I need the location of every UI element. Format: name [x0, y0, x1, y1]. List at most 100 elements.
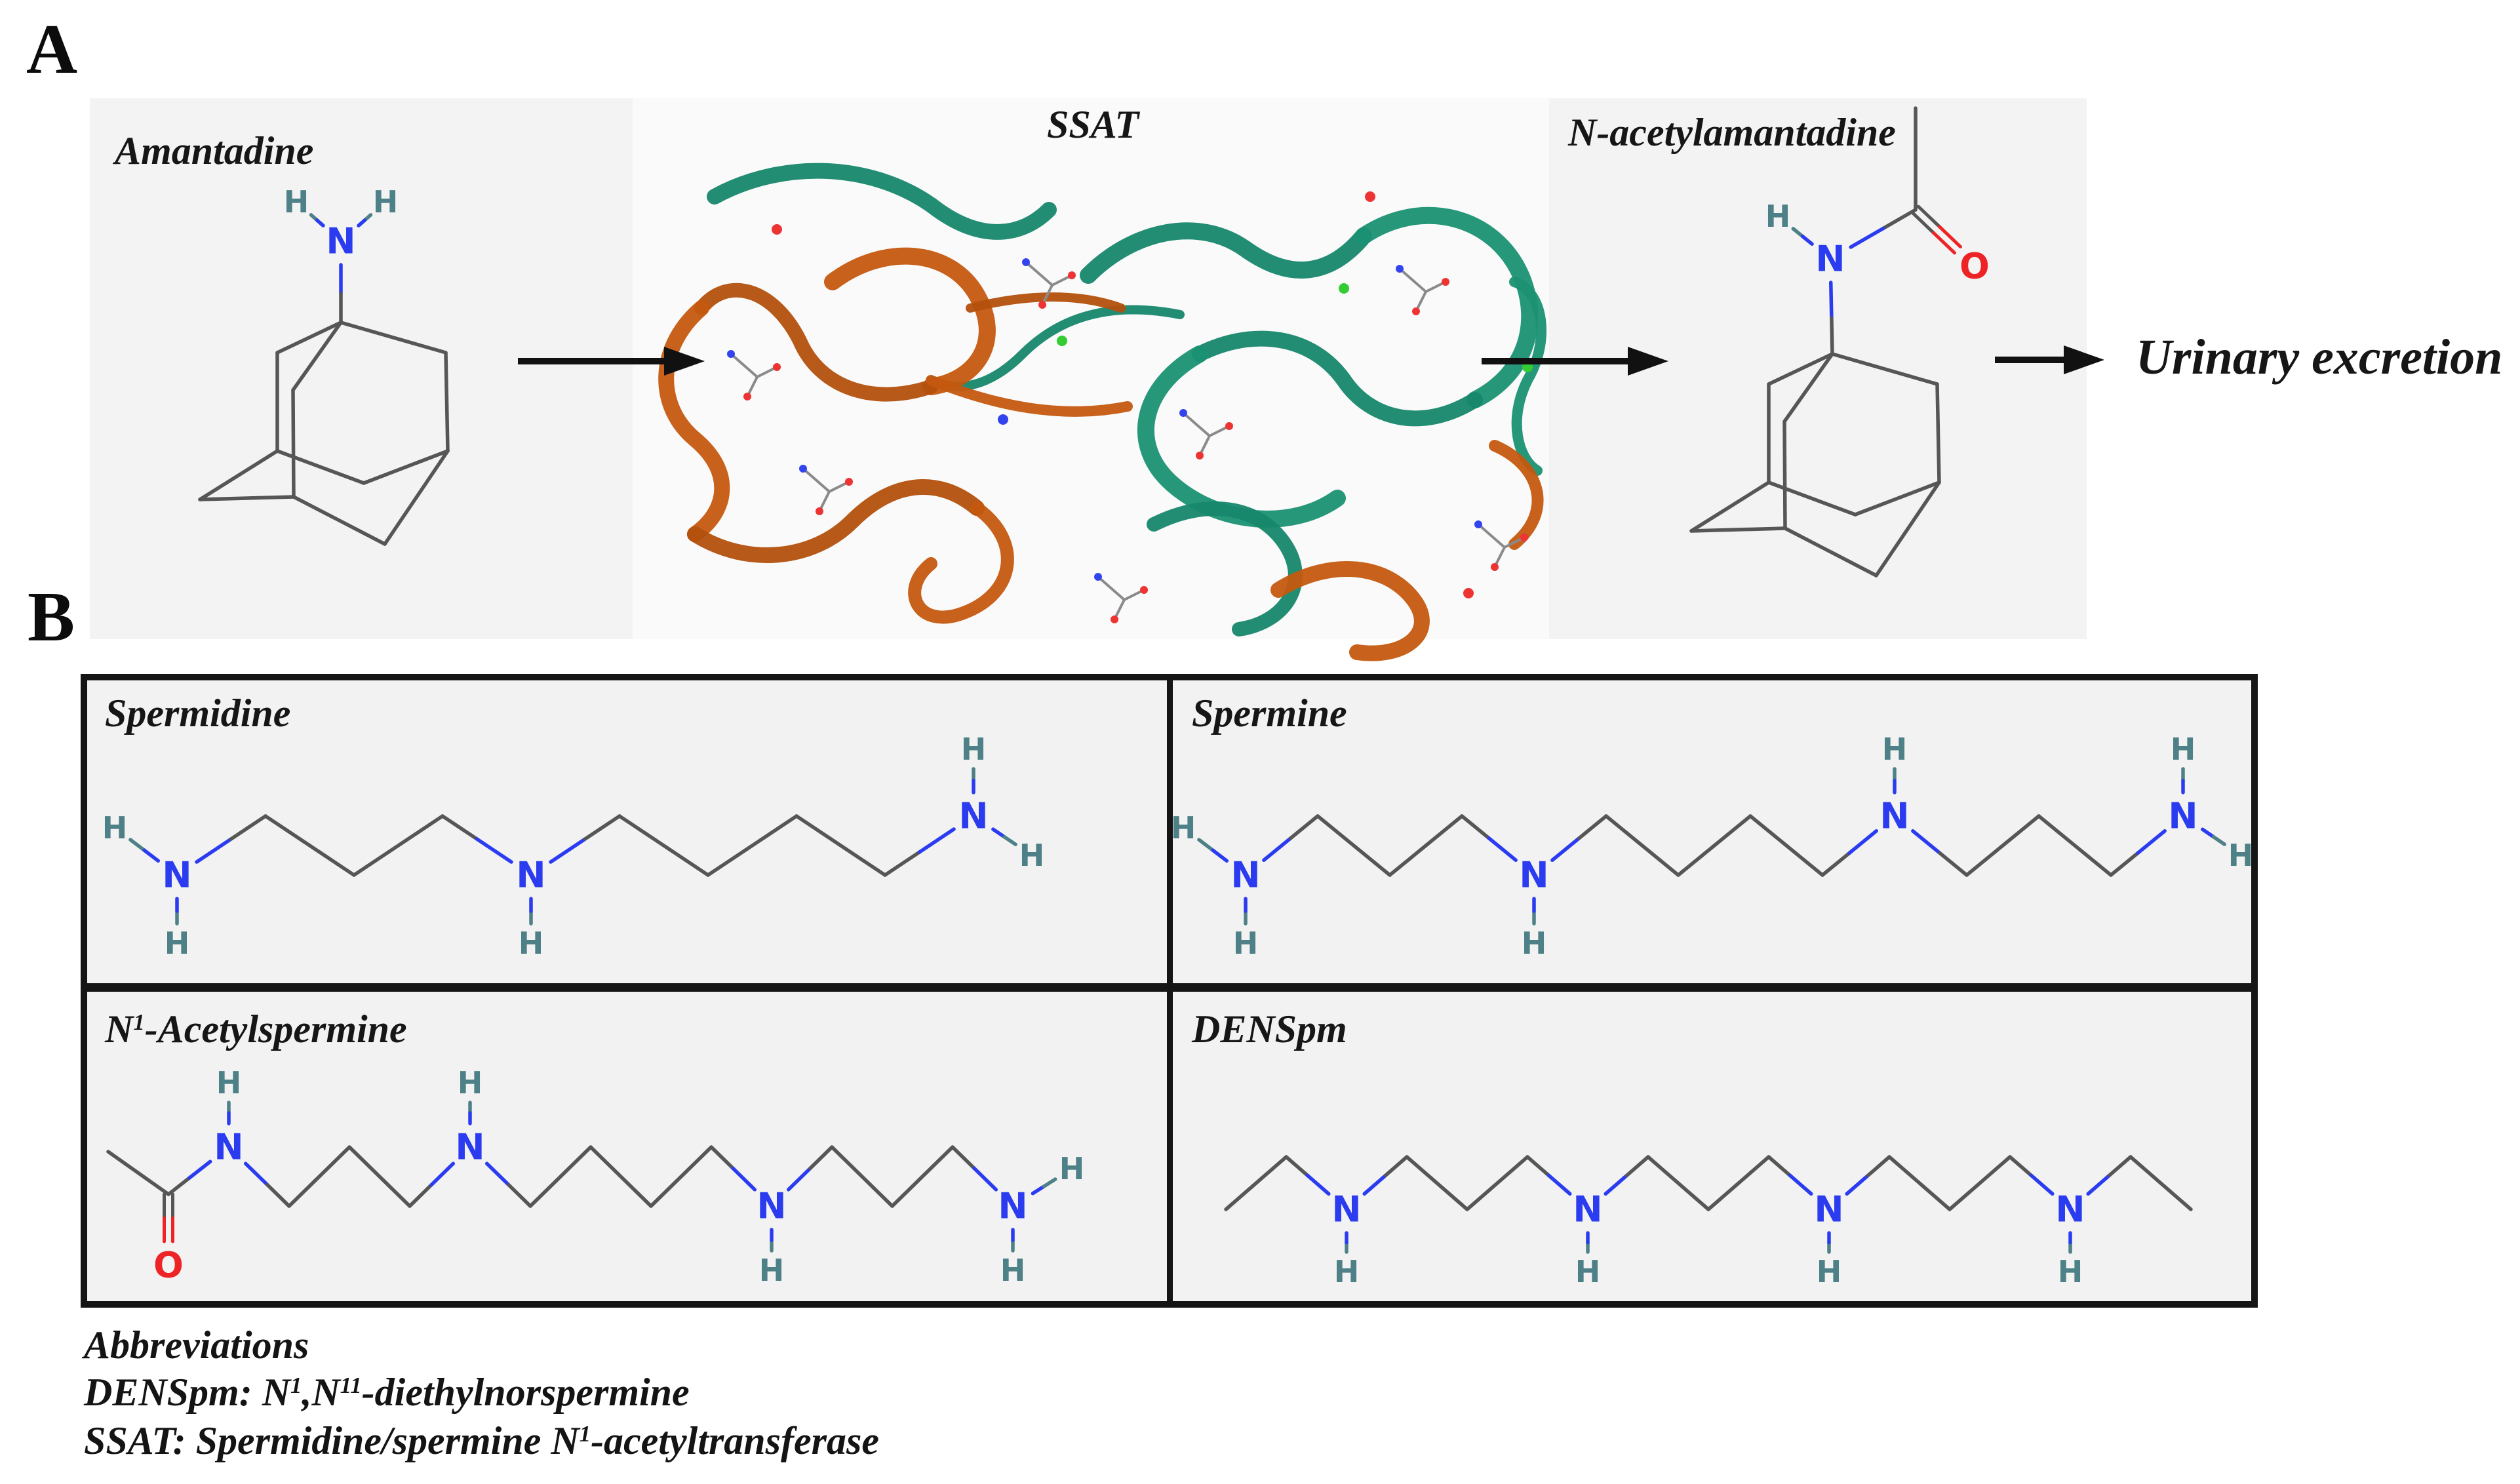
atom-label-N: N [958, 796, 988, 837]
atom-label-N: N [757, 1186, 786, 1227]
molecule-amantadine [198, 213, 450, 546]
abbrev-denspm-p1: DENSpm: N [84, 1371, 291, 1414]
amantadine-box [90, 98, 633, 639]
ligand-sticks-3 [1179, 409, 1233, 459]
ligand-sticks-5 [1474, 520, 1528, 571]
molecule-n1-acetylspermine [106, 1101, 1057, 1253]
ribbon-stroke-6 [1509, 277, 1546, 476]
ribbon-stroke-12 [908, 501, 1014, 624]
atom-label-H: H [1059, 1151, 1085, 1186]
atom-label-H: H [102, 810, 128, 846]
ribbon-stroke-3 [1192, 330, 1483, 427]
ligand-sticks-0 [727, 350, 781, 400]
atom-label-N: N [455, 1127, 484, 1168]
atom-label-O: O [1959, 246, 1990, 287]
ribbon-stroke-15 [1270, 561, 1430, 661]
ligand-sticks-6 [1094, 573, 1148, 623]
atom-label-N: N [326, 221, 355, 262]
abbrev-denspm-s2: 11 [340, 1372, 362, 1398]
atom-label-H: H [961, 732, 987, 767]
protein-ion-dot-5 [1463, 588, 1474, 598]
atom-label-H: H [1000, 1253, 1026, 1288]
protein-ion-dot-0 [1057, 336, 1067, 346]
ribbon-stroke-4 [1137, 345, 1346, 528]
ligand-sticks-1 [799, 465, 853, 515]
abbrev-ssat-p2: -acetyltransferase [591, 1419, 879, 1462]
panel-b-horizontal-divider [81, 983, 2258, 992]
ribbon-stroke-1 [1080, 222, 1372, 284]
atom-label-H: H [759, 1253, 785, 1288]
protein-ion-dot-1 [1339, 283, 1349, 294]
acetylspermine-label: N1-Acetylspermine [105, 1007, 407, 1052]
atom-label-N: N [1331, 1189, 1361, 1230]
protein-ion-dot-3 [772, 224, 782, 235]
atom-label-N: N [1814, 1189, 1843, 1230]
ribbon-stroke-16 [1489, 440, 1544, 550]
molecule-spermine [1197, 767, 2226, 926]
atom-label-H: H [1575, 1254, 1601, 1289]
spermidine-label: Spermidine [105, 692, 291, 735]
atom-label-H: H [165, 926, 190, 961]
abbreviation-ssat: SSAT: Spermidine/spermine N1-acetyltrans… [84, 1418, 879, 1464]
n-acetylamantadine-label: N-acetylamantadine [1568, 111, 1896, 154]
atom-label-N: N [1815, 239, 1845, 280]
atom-label-H: H [519, 926, 544, 961]
pathway-arrow-3 [1995, 345, 2104, 374]
atom-label-N: N [1230, 855, 1260, 896]
atom-label-N: N [214, 1127, 243, 1168]
atom-label-H: H [1171, 810, 1196, 846]
abbrev-denspm-p2: ,N [302, 1371, 340, 1414]
atom-label-N: N [1519, 855, 1548, 896]
atom-label-H: H [1817, 1254, 1842, 1289]
abbreviations-title: Abbreviations [84, 1323, 309, 1367]
abbrev-denspm-p3: -diethylnorspermine [361, 1371, 690, 1414]
denspm-label: DENSpm [1192, 1007, 1347, 1051]
ribbon-stroke-5 [1147, 501, 1303, 636]
ribbon-stroke-14 [966, 292, 1126, 313]
atom-label-N: N [516, 855, 545, 896]
ligand-sticks-4 [1396, 265, 1449, 315]
amantadine-label: Amantadine [115, 129, 314, 172]
panel-b-letter: B [28, 578, 75, 656]
acetylspermine-label-post: -Acetylspermine [144, 1007, 407, 1051]
atom-label-N: N [1573, 1189, 1602, 1230]
acetylspermine-label-sup: 1 [133, 1009, 145, 1035]
abbrev-denspm-s1: 1 [290, 1372, 302, 1398]
ribbon-stroke-8 [824, 247, 996, 395]
atom-label-H: H [373, 184, 399, 220]
arrowhead [2064, 345, 2104, 374]
atom-label-H: H [1233, 926, 1259, 961]
abbrev-ssat-p1: SSAT: Spermidine/spermine N [84, 1419, 580, 1462]
ligand-sticks-2 [1022, 258, 1076, 309]
ssat-protein-ribbon [658, 163, 1546, 661]
atom-label-O: O [153, 1245, 184, 1286]
atom-label-H: H [216, 1065, 242, 1101]
panel-a-letter: A [26, 10, 77, 88]
protein-ion-dot-6 [998, 414, 1008, 425]
atom-label-H: H [1334, 1254, 1360, 1289]
atom-label-N: N [2168, 796, 2197, 837]
atom-label-N: N [1880, 796, 1909, 837]
atom-label-N: N [2055, 1189, 2085, 1230]
arrowhead [664, 347, 705, 376]
ribbon-stroke-2 [1355, 206, 1539, 408]
atom-label-H: H [458, 1065, 483, 1101]
atom-label-H: H [1522, 926, 1547, 961]
atom-label-H: H [2058, 1254, 2083, 1289]
ribbon-stroke-13 [926, 375, 1133, 417]
ribbon-stroke-9 [694, 283, 938, 402]
urinary-excretion-label: Urinary excretion [2136, 330, 2503, 385]
atom-label-H: H [1882, 732, 1908, 767]
abbreviation-denspm: DENSpm: N1,N11-diethylnorspermine [84, 1370, 690, 1415]
atom-label-H: H [1019, 838, 1045, 873]
abbrev-ssat-s1: 1 [579, 1420, 591, 1447]
atom-label-H: H [1765, 199, 1791, 234]
pathway-arrow-2 [1482, 347, 1668, 376]
ssat-label: SSAT [1047, 103, 1139, 146]
arrowhead [1628, 347, 1668, 376]
acetylspermine-label-pre: N [105, 1007, 134, 1051]
spermine-label: Spermine [1192, 692, 1347, 735]
pathway-arrow-1 [518, 347, 705, 376]
